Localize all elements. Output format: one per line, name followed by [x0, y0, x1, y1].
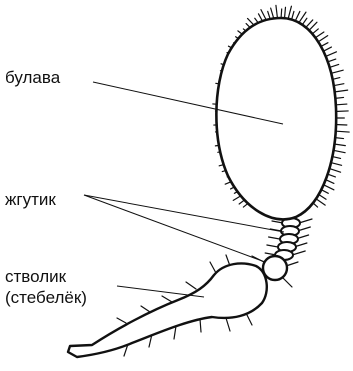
bristle	[162, 296, 172, 302]
label-scape-alt: (стебелёк)	[5, 288, 87, 308]
bristle	[292, 251, 305, 255]
bristle	[267, 245, 278, 247]
bristle	[141, 306, 150, 312]
bristle	[210, 262, 216, 273]
scape-body	[68, 263, 267, 357]
bristle	[186, 282, 196, 289]
flagellum-leader-line-2	[84, 195, 265, 262]
club-body	[216, 18, 336, 219]
label-club: булава	[5, 68, 60, 88]
bristle	[226, 318, 230, 331]
label-flagellum: жгутик	[5, 190, 56, 210]
pedicel-joint	[263, 256, 287, 280]
scape-leader-line	[117, 286, 204, 297]
bristle	[117, 318, 126, 323]
bristle	[269, 237, 280, 239]
bristle	[200, 319, 201, 332]
label-scape: стволик	[5, 267, 66, 287]
bristle	[283, 278, 292, 287]
